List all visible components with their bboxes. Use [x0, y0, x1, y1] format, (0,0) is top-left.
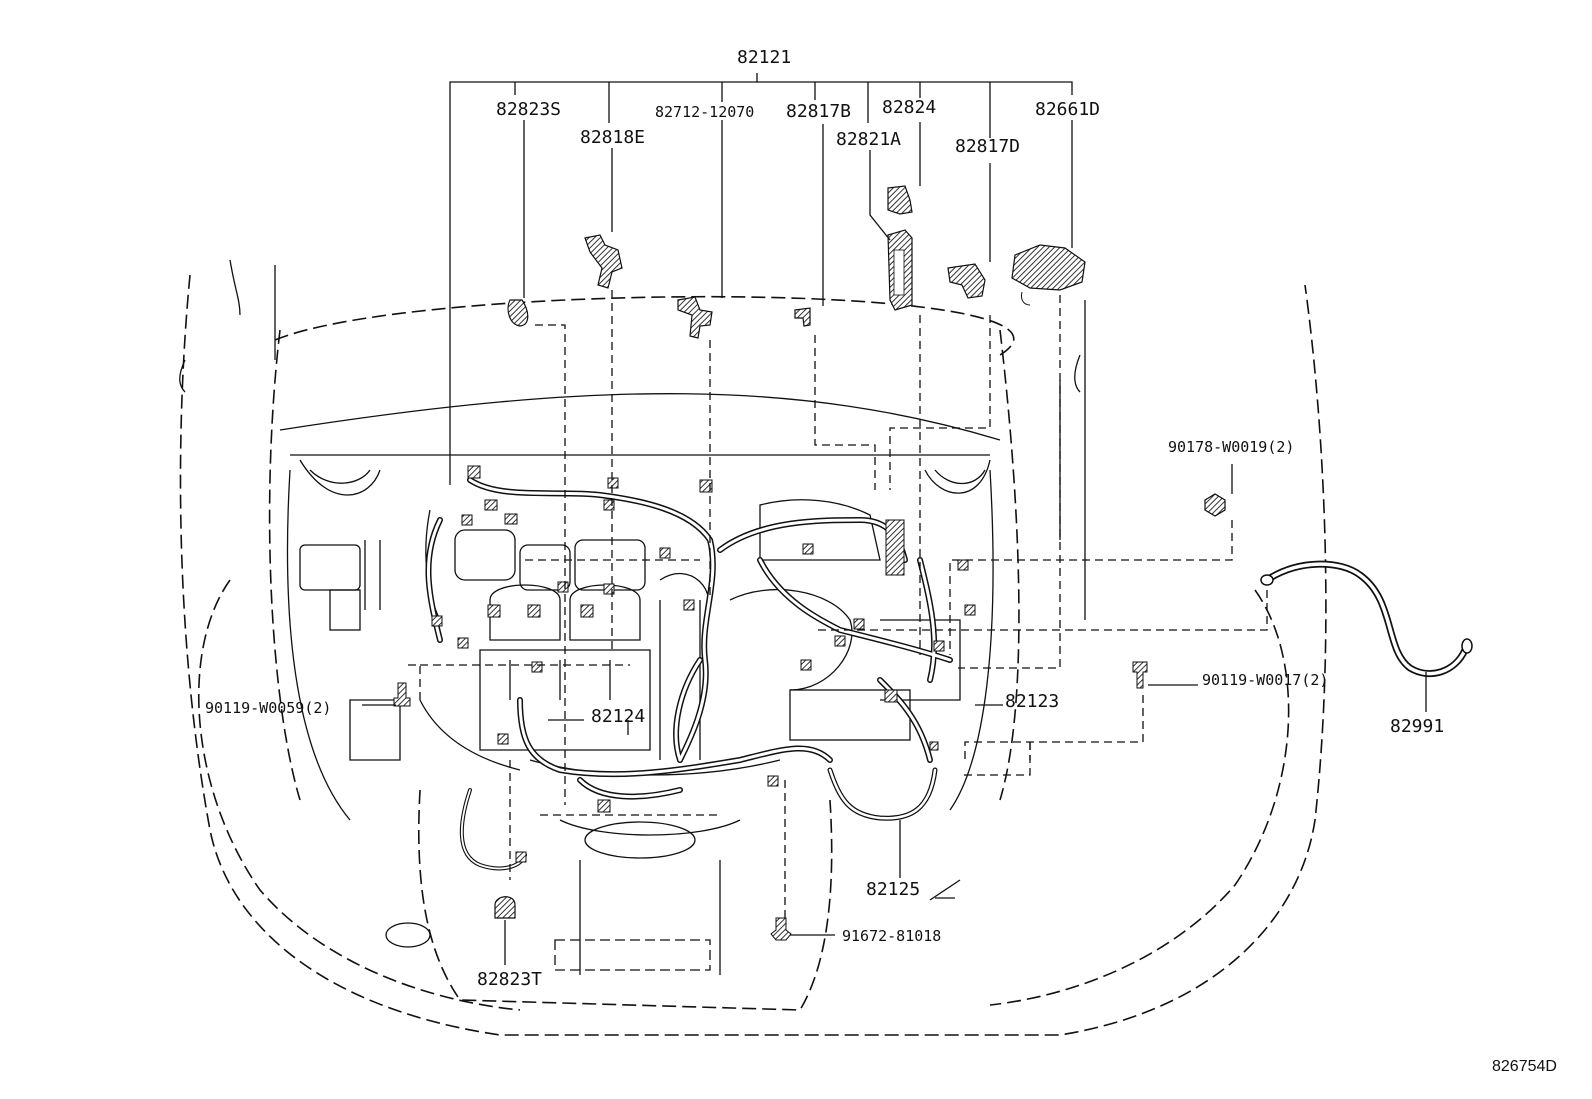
- part-82818E-shape: [584, 234, 623, 289]
- part-82817D-shape: [947, 263, 986, 299]
- label-82817D: 82817D: [955, 136, 1021, 157]
- part-82817B-shape: [794, 307, 811, 327]
- part-90119-W0017-bolt-shape: [1132, 661, 1148, 689]
- label-90119-W0017: 90119-W0017(2): [1202, 671, 1329, 689]
- part-82991-cable: [1260, 560, 1473, 678]
- wire-82823T-inner: [460, 789, 526, 870]
- label-82124: 82124: [591, 706, 646, 727]
- wire-82125: [827, 767, 938, 821]
- part-90178-nut-shape: [1204, 493, 1226, 517]
- label-82712-12070: 82712-12070: [655, 103, 755, 121]
- part-90119-W0059-bolt-shape: [393, 682, 411, 707]
- car-body-detail-lines: [179, 259, 1086, 975]
- wire-82125-inner: [828, 768, 937, 820]
- connectors: [431, 465, 976, 863]
- headlight-outlines: [299, 459, 991, 496]
- part-82824-shape: [887, 185, 913, 215]
- car-body-outline: [179, 274, 1327, 1036]
- part-82821A-shape: [887, 229, 913, 311]
- label-82823T: 82823T: [477, 969, 543, 990]
- label-90119-W0059: 90119-W0059(2): [205, 699, 332, 717]
- label-91672-81018: 91672-81018: [842, 927, 942, 945]
- label-82823S: 82823S: [496, 99, 562, 120]
- label-82824: 82824: [882, 97, 937, 118]
- diagram-reference-code: 826754D: [1492, 1058, 1557, 1075]
- label-82661D: 82661D: [1035, 99, 1101, 120]
- label-82125: 82125: [866, 879, 921, 900]
- part-82712-shape: [677, 296, 713, 339]
- part-82823S-shape: [507, 299, 529, 327]
- label-82817B: 82817B: [786, 101, 852, 122]
- part-82661D-shape: [1011, 244, 1086, 306]
- label-82821A: 82821A: [836, 129, 902, 150]
- wire-harness-inner: [426, 478, 952, 798]
- label-82991: 82991: [1390, 716, 1445, 737]
- leader-lines-solid: [362, 73, 1427, 965]
- label-82121: 82121: [737, 47, 792, 68]
- leader-lines-dashed: [408, 290, 1268, 918]
- label-90178-W0019: 90178-W0019(2): [1168, 438, 1295, 456]
- label-82818E: 82818E: [580, 127, 646, 148]
- part-82823T-shape: [494, 896, 516, 919]
- license-plate: [554, 939, 711, 971]
- label-82123: 82123: [1005, 691, 1060, 712]
- part-91672-bolt-shape: [770, 917, 792, 941]
